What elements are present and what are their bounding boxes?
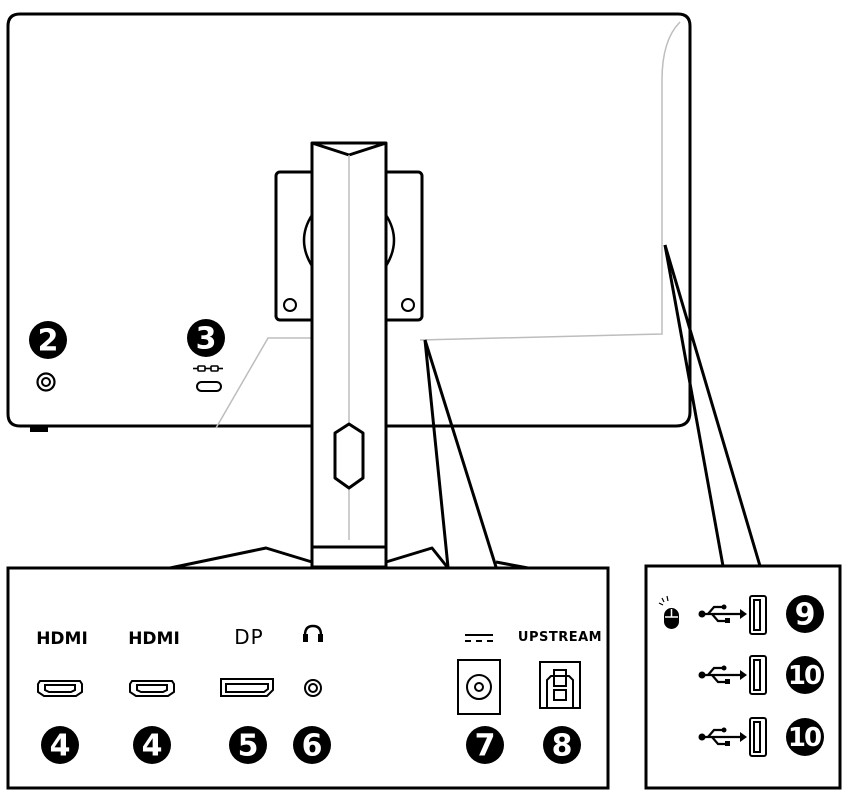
mouse-icon	[658, 595, 679, 629]
callout-4a-label: 4	[50, 729, 71, 764]
callout-3-label: 3	[196, 322, 217, 357]
usb-icon	[698, 604, 747, 623]
callout-7: 7	[466, 726, 504, 764]
usb-row-1: 9	[698, 595, 824, 635]
callout-4a: 4	[41, 726, 79, 764]
callout-2-label: 2	[38, 324, 59, 359]
usb-a-port	[749, 595, 767, 635]
usb-a-port	[749, 717, 767, 757]
callout-10b-label: 10	[788, 723, 821, 753]
usb-a-port	[749, 655, 767, 695]
joystick-button	[36, 372, 56, 392]
callout-9: 9	[786, 595, 824, 633]
dp-label: DP	[234, 625, 263, 649]
callout-5: 5	[229, 726, 267, 764]
callout-7-label: 7	[475, 729, 496, 764]
callout-5-label: 5	[238, 729, 259, 764]
upstream-label: UPSTREAM	[518, 630, 602, 645]
callout-10b: 10	[786, 718, 824, 756]
callout-9-label: 9	[795, 598, 816, 633]
dc-power-icon	[465, 634, 493, 642]
cable-management-hole	[333, 422, 365, 490]
hdmi-1-label: HDMI	[36, 629, 88, 649]
callout-4b: 4	[133, 726, 171, 764]
callout-10a-label: 10	[788, 661, 821, 691]
kensington-lock-slot	[196, 381, 222, 392]
callout-6-label: 6	[302, 729, 323, 764]
headphone-jack	[304, 679, 322, 697]
callout-2: 2	[29, 321, 67, 359]
callout-10a: 10	[786, 656, 824, 694]
leader-lines	[423, 244, 762, 568]
displayport-port	[220, 678, 274, 697]
usb-icon	[698, 727, 747, 746]
hdmi-port-1	[37, 680, 83, 697]
hdmi-port-2	[129, 680, 175, 697]
dc-in-port	[457, 659, 501, 715]
callout-8-label: 8	[552, 729, 573, 764]
callout-3: 3	[187, 319, 225, 357]
usb-icon	[698, 665, 747, 684]
callout-6: 6	[293, 726, 331, 764]
headphone-icon	[303, 624, 323, 642]
callout-8: 8	[543, 726, 581, 764]
usb-row-3: 10	[698, 717, 824, 757]
hdmi-2-label: HDMI	[128, 629, 180, 649]
panel-foot	[30, 426, 48, 432]
panel-contour	[215, 21, 681, 429]
usb-row-2: 10	[698, 655, 824, 695]
usb-b-upstream-port	[539, 661, 581, 709]
kensington-lock-icon	[193, 365, 223, 372]
callout-4b-label: 4	[142, 729, 163, 764]
